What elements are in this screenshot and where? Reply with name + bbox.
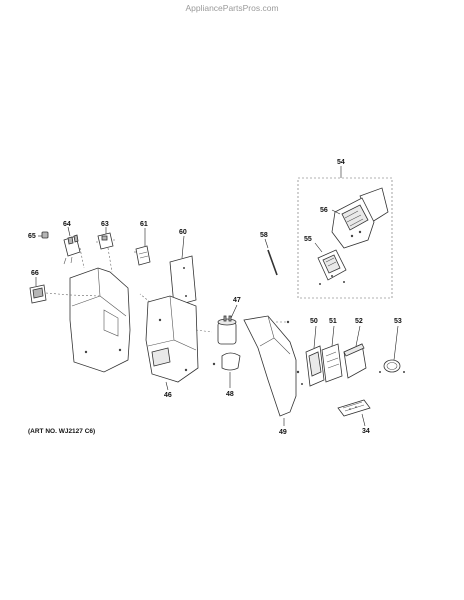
callout-52: 52 <box>355 318 363 325</box>
part-58-rod[interactable] <box>264 238 278 276</box>
callout-47: 47 <box>233 297 241 304</box>
part-49-cover-panel[interactable] <box>243 315 300 426</box>
callout-51: 51 <box>329 318 337 325</box>
callout-53: 53 <box>394 318 402 325</box>
part-66-connector[interactable] <box>29 277 71 304</box>
part-34-remote[interactable] <box>337 399 371 427</box>
part-61-relay[interactable] <box>134 228 151 266</box>
callout-65: 65 <box>28 233 36 240</box>
part-47-capacitor[interactable] <box>217 304 238 345</box>
callout-46: 46 <box>164 392 172 399</box>
callout-61: 61 <box>140 221 148 228</box>
callout-54: 54 <box>337 159 345 166</box>
part-64-switch[interactable] <box>63 226 81 265</box>
callout-48: 48 <box>226 391 234 398</box>
assembly-54-dashed-box <box>297 177 393 299</box>
part-51-board[interactable] <box>321 325 343 383</box>
part-52-box[interactable] <box>343 325 367 379</box>
callout-49: 49 <box>279 429 287 436</box>
art-number: (ART NO. WJ2127 C6) <box>28 428 95 435</box>
part-53-lens[interactable] <box>379 325 405 373</box>
callout-50: 50 <box>310 318 318 325</box>
callout-34: 34 <box>362 428 370 435</box>
part-56-control-housing[interactable] <box>331 187 389 249</box>
callout-56: 56 <box>320 207 328 214</box>
callout-63: 63 <box>101 221 109 228</box>
part-60-bracket[interactable] <box>169 235 197 307</box>
callout-64: 64 <box>63 221 71 228</box>
callout-55: 55 <box>304 236 312 243</box>
part-65-screw[interactable] <box>38 231 49 239</box>
part-46-frame[interactable] <box>139 293 213 391</box>
callout-60: 60 <box>179 229 187 236</box>
part-54-assembly[interactable] <box>297 166 393 299</box>
part-55-circuit-board[interactable] <box>314 242 347 285</box>
watermark: AppliancePartsPros.com <box>185 3 278 13</box>
callout-66: 66 <box>31 270 39 277</box>
part-63-relay[interactable] <box>96 227 115 250</box>
callout-58: 58 <box>260 232 268 239</box>
left-control-housing[interactable] <box>69 247 131 373</box>
part-48-strap[interactable] <box>212 352 241 388</box>
part-50-board[interactable] <box>301 325 325 387</box>
